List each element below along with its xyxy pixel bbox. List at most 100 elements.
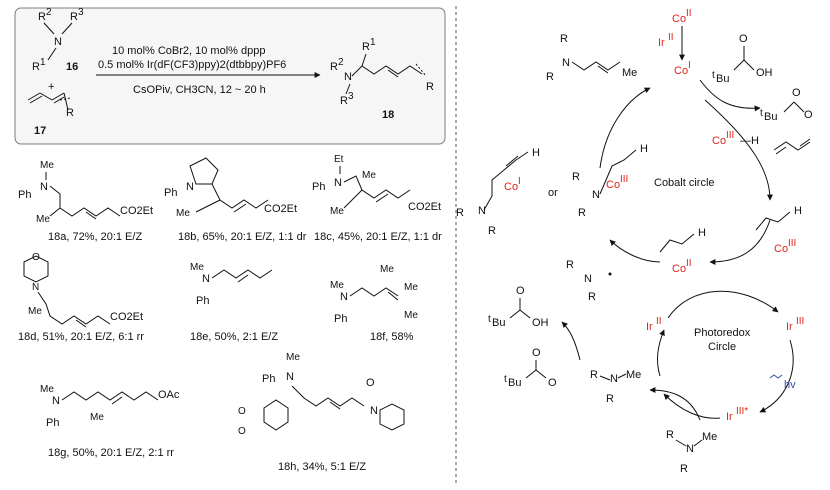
product-18h: Me N Ph O O O N 18h, 34%, 5:1 E/Z xyxy=(238,352,405,473)
svg-text:Me: Me xyxy=(36,214,50,225)
prod-r2-label: R xyxy=(330,61,338,73)
svg-text:H: H xyxy=(794,205,802,217)
co-i-alkyl-intermediate: R N R H Co I or xyxy=(456,147,558,237)
svg-text:R: R xyxy=(566,259,574,271)
svg-text:R: R xyxy=(606,393,614,405)
prod-r-label: R xyxy=(426,81,434,93)
amine-r3-sup: 3 xyxy=(78,7,84,18)
prod-r3-sup: 3 xyxy=(348,91,354,102)
product-18d: O N Me CO2Et 18d, 51%, 20:1 E/Z, 6:1 rr xyxy=(18,252,144,343)
diene-17-structure: R 17 xyxy=(27,92,74,137)
caption-18f: 18f, 58% xyxy=(370,331,414,343)
prod-r1-label: R xyxy=(362,41,370,53)
product-18e: Me N Ph 18e, 50%, 2:1 E/Z xyxy=(190,262,278,343)
svg-text:Me: Me xyxy=(626,369,641,381)
svg-text:O: O xyxy=(792,87,801,99)
svg-text:I: I xyxy=(688,60,691,71)
svg-text:N: N xyxy=(592,189,600,201)
svg-text:CO2Et: CO2Et xyxy=(110,311,143,323)
caption-18d: 18d, 51%, 20:1 E/Z, 6:1 rr xyxy=(18,331,144,343)
svg-text:Me: Me xyxy=(380,264,394,275)
svg-text:t: t xyxy=(504,374,507,385)
allyl-cobalt-right: H Co III xyxy=(755,205,802,255)
conditions-line-1: 10 mol% CoBr2, 10 mol% dppp xyxy=(112,45,265,57)
svg-text:t: t xyxy=(488,314,491,325)
product-18f: Me N Ph Me Me Me 18f, 58% xyxy=(330,264,418,343)
svg-text:O: O xyxy=(366,377,375,389)
svg-text:N: N xyxy=(562,57,570,69)
svg-text:II: II xyxy=(686,8,692,19)
diene-compound-number: 17 xyxy=(34,125,46,137)
svg-text:t: t xyxy=(760,108,763,119)
prod-r2-sup: 2 xyxy=(338,57,344,68)
svg-text:N: N xyxy=(202,273,210,285)
pivalic-acid-top: t Bu O OH xyxy=(712,33,773,85)
svg-text:Et: Et xyxy=(334,154,344,165)
co-iii-h-label: Co xyxy=(712,135,726,147)
product-18c: Et N Ph Me Me CO2Et 18c, 45%, 20:1 E/Z, … xyxy=(312,154,442,243)
or-label: or xyxy=(548,187,558,199)
svg-text:Me: Me xyxy=(404,282,418,293)
prod-n-label: N xyxy=(344,71,352,83)
svg-text:III*: III* xyxy=(736,406,748,417)
svg-text:III: III xyxy=(796,316,804,327)
pivalate-top: t Bu O O xyxy=(760,87,813,123)
svg-text:t: t xyxy=(712,70,715,81)
ir-ii-label: Ir xyxy=(646,321,653,333)
svg-text:Ph: Ph xyxy=(334,313,347,325)
product-18g: Me N Ph Me OAc 18g, 50%, 20:1 E/Z, 2:1 r… xyxy=(40,384,180,459)
amine-16-structure: R 2 R 3 N R 1 16 xyxy=(32,7,84,73)
prod-r1-sup: 1 xyxy=(370,37,376,48)
cobalt-circle-label: Cobalt circle xyxy=(654,177,715,189)
svg-text:Ph: Ph xyxy=(46,417,59,429)
svg-text:R: R xyxy=(456,207,464,219)
hv-label: hv xyxy=(784,379,796,391)
svg-text:R: R xyxy=(588,291,596,303)
product-18b: N Ph Me CO2Et 18b, 65%, 20:1 E/Z, 1:1 dr xyxy=(164,157,307,243)
photoredox-cycle: Photoredox Circle xyxy=(656,290,794,419)
svg-text:H: H xyxy=(532,147,540,159)
svg-text:R: R xyxy=(560,33,568,45)
svg-text:O: O xyxy=(739,33,748,45)
conditions-line-2: 0.5 mol% Ir(dF(CF3)ppy)2(dtbbpy)PF6 xyxy=(98,59,286,71)
allylamine-product-mech: R N R Me xyxy=(546,33,637,83)
svg-text:Me: Me xyxy=(176,208,190,219)
svg-text:R: R xyxy=(546,71,554,83)
svg-text:N: N xyxy=(186,181,194,193)
svg-text:Bu: Bu xyxy=(508,377,521,389)
diene-r-label: R xyxy=(66,107,74,119)
caption-18h: 18h, 34%, 5:1 E/Z xyxy=(278,461,366,473)
svg-text:Ph: Ph xyxy=(312,181,325,193)
caption-18b: 18b, 65%, 20:1 E/Z, 1:1 dr xyxy=(178,231,307,243)
svg-text:H: H xyxy=(640,143,648,155)
svg-text:II: II xyxy=(656,316,662,327)
svg-text:Ph: Ph xyxy=(18,189,31,201)
svg-text:O: O xyxy=(548,377,557,389)
svg-text:Co: Co xyxy=(606,179,620,191)
svg-text:N: N xyxy=(370,405,378,417)
butadiene-mech xyxy=(773,141,811,151)
reaction-conditions: 10 mol% CoBr2, 10 mol% dppp 0.5 mol% Ir(… xyxy=(96,45,321,96)
svg-text:Me: Me xyxy=(40,384,54,395)
svg-text:CO2Et: CO2Et xyxy=(408,201,441,213)
product-compound-number: 18 xyxy=(382,109,394,121)
svg-text:CO2Et: CO2Et xyxy=(264,203,297,215)
svg-text:Co: Co xyxy=(504,181,518,193)
svg-text:Bu: Bu xyxy=(716,73,729,85)
svg-text:R: R xyxy=(578,207,586,219)
svg-text:N: N xyxy=(40,181,48,193)
svg-text:O: O xyxy=(32,252,40,263)
amine-r1-label: R xyxy=(32,61,40,73)
svg-text:Ph: Ph xyxy=(196,295,209,307)
svg-text:H: H xyxy=(698,227,706,239)
product-18a: Me N Ph Me CO2Et 18a, 72%, 20:1 E/Z xyxy=(18,160,153,243)
svg-text:II: II xyxy=(668,32,674,43)
prod-r3-label: R xyxy=(340,95,348,107)
svg-text:OH: OH xyxy=(532,317,549,329)
reaction-box xyxy=(14,7,446,145)
pivalate-left: O t Bu O xyxy=(504,347,557,389)
svg-text:OAc: OAc xyxy=(158,389,180,401)
svg-text:I: I xyxy=(518,176,521,187)
caption-18g: 18g, 50%, 20:1 E/Z, 2:1 rr xyxy=(48,447,174,459)
